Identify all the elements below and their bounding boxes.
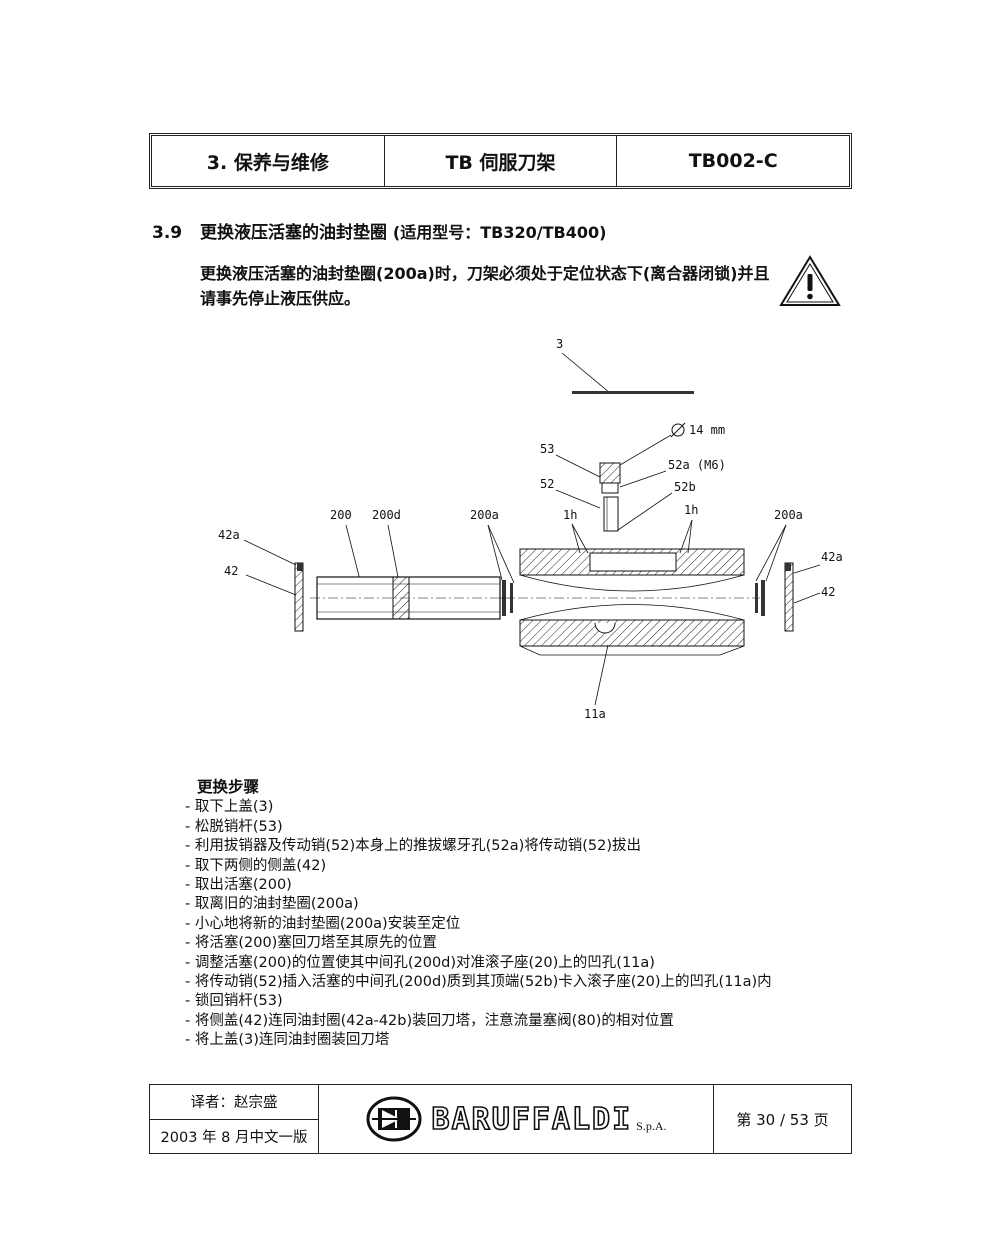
exploded-view-drawing: 3 14 mm 53 52a (M6) 52 52b 200 200d 200a… bbox=[218, 337, 843, 721]
label-3: 3 bbox=[556, 337, 563, 351]
brand-suffix: S.p.A. bbox=[636, 1118, 667, 1133]
label-53: 53 bbox=[540, 442, 554, 456]
step-item: 将活塞(200)塞回刀塔至其原先的位置 bbox=[185, 934, 772, 953]
label-42-right: 42 bbox=[821, 585, 835, 599]
step-item: 将上盖(3)连同油封圈装回刀塔 bbox=[185, 1031, 772, 1050]
step-item: 调整活塞(200)的位置使其中间孔(200d)对准滚子座(20)上的凹孔(11a… bbox=[185, 954, 772, 973]
footer-left: 译者：赵宗盛 2003 年 8 月中文一版 bbox=[150, 1085, 319, 1153]
label-52a: 52a (M6) bbox=[668, 458, 726, 472]
label-11a: 11a bbox=[584, 707, 606, 721]
part-top-cover bbox=[572, 391, 694, 394]
section-title: 3.9 更换液压活塞的油封垫圈 (适用型号：TB320/TB400) bbox=[152, 218, 606, 243]
label-200a-right: 200a bbox=[774, 508, 803, 522]
label-1h-left: 1h bbox=[563, 508, 577, 522]
step-item: 锁回销杆(53) bbox=[185, 992, 772, 1011]
step-item: 取下两侧的侧盖(42) bbox=[185, 857, 772, 876]
brand-name: BARUFFALDI bbox=[431, 1101, 633, 1138]
step-item: 取下上盖(3) bbox=[185, 798, 772, 817]
diameter-icon bbox=[671, 423, 685, 437]
section-number: 3.9 bbox=[152, 223, 183, 243]
label-1h-right: 1h bbox=[684, 503, 698, 517]
step-item: 将传动销(52)插入活塞的中间孔(200d)质到其顶端(52b)卡入滚子座(20… bbox=[185, 973, 772, 992]
baruffaldi-logo-icon bbox=[366, 1096, 422, 1142]
step-item: 将侧盖(42)连同油封圈(42a-42b)装回刀塔，注意流量塞阀(80)的相对位… bbox=[185, 1012, 772, 1031]
label-42a-left: 42a bbox=[218, 528, 240, 542]
footer-translator: 译者：赵宗盛 bbox=[150, 1085, 318, 1120]
label-200d: 200d bbox=[372, 508, 401, 522]
label-200: 200 bbox=[330, 508, 352, 522]
part-turret-body bbox=[500, 548, 760, 656]
step-item: 取出活塞(200) bbox=[185, 876, 772, 895]
footer-table: 译者：赵宗盛 2003 年 8 月中文一版 BARUFFALDI S.p.A. … bbox=[149, 1084, 852, 1154]
part-side-cover-left bbox=[294, 562, 304, 632]
section-heading: 更换液压活塞的油封垫圈 bbox=[200, 223, 387, 243]
header-code: TB002-C bbox=[688, 150, 778, 172]
steps-title: 更换步骤 bbox=[197, 778, 260, 796]
step-item: 利用拔销器及传动销(52)本身上的推拔螺牙孔(52a)将传动销(52)拔出 bbox=[185, 837, 772, 856]
label-52: 52 bbox=[540, 477, 554, 491]
footer-page-number: 第 30 / 53 页 bbox=[736, 1110, 829, 1129]
part-pin-52 bbox=[603, 496, 619, 532]
label-200a-left: 200a bbox=[470, 508, 499, 522]
steps-list: 取下上盖(3) 松脱销杆(53) 利用拔销器及传动销(52)本身上的推拔螺牙孔(… bbox=[185, 798, 772, 1050]
step-item: 取离旧的油封垫圈(200a) bbox=[185, 895, 772, 914]
warning-text: 更换液压活塞的油封垫圈(200a)时，刀架必须处于定位状态下(离合器闭锁)并且请… bbox=[200, 264, 770, 308]
part-side-cover-right bbox=[784, 562, 794, 632]
section-applicable: (适用型号：TB320/TB400) bbox=[392, 223, 607, 242]
header-section: 3. 保养与维修 bbox=[152, 136, 385, 186]
label-42-left: 42 bbox=[224, 564, 238, 578]
header-product: TB 伺服刀架 bbox=[385, 136, 618, 186]
header-table: 3. 保养与维修 TB 伺服刀架 TB002-C bbox=[149, 133, 852, 189]
label-14mm: 14 mm bbox=[689, 423, 725, 437]
step-item: 小心地将新的油封垫圈(200a)安装至定位 bbox=[185, 915, 772, 934]
step-item: 松脱销杆(53) bbox=[185, 818, 772, 837]
label-52b: 52b bbox=[674, 480, 696, 494]
procedure-steps: 更换步骤 取下上盖(3) 松脱销杆(53) 利用拔销器及传动销(52)本身上的推… bbox=[185, 778, 772, 1051]
footer-edition: 2003 年 8 月中文一版 bbox=[160, 1129, 308, 1146]
part-pin-53 bbox=[599, 462, 621, 484]
part-seal-200a-right bbox=[755, 583, 758, 613]
warning-triangle-icon bbox=[779, 255, 841, 306]
footer-brand: BARUFFALDI S.p.A. bbox=[319, 1085, 714, 1153]
label-42a-right: 42a bbox=[821, 550, 843, 564]
